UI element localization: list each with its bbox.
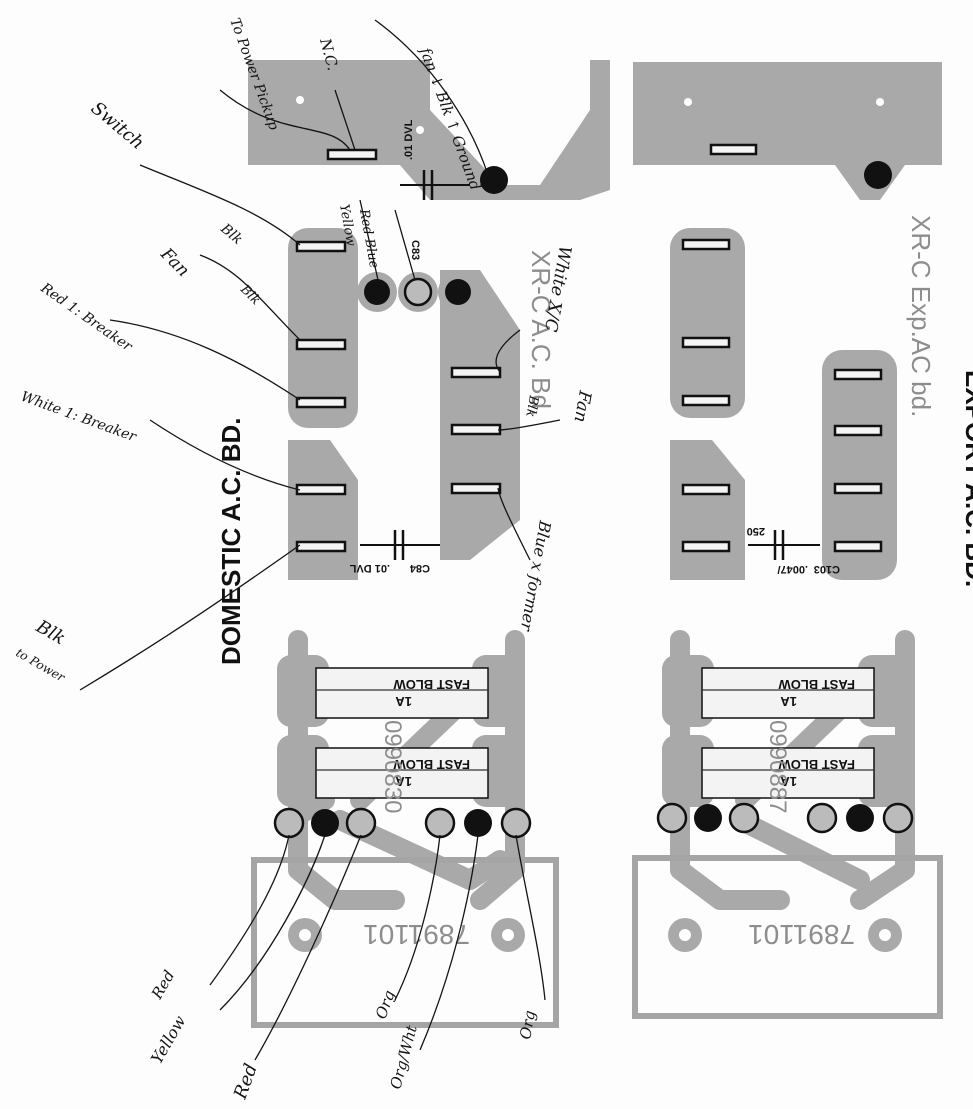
fuse-icon (277, 735, 524, 807)
cap-c83-value: .01 DVL (403, 119, 415, 160)
domestic-fuse1-rating: 1A (395, 694, 412, 709)
solder-pad-icon (846, 804, 874, 832)
solder-pad-icon (728, 802, 760, 834)
solder-pad-icon (480, 166, 508, 194)
capacitor-icon (748, 530, 820, 560)
note-blk-fan: Blk (236, 282, 263, 309)
domestic-fuse2-rating: 1A (395, 774, 412, 789)
capacitor-icon (360, 530, 440, 560)
note-org-2: Org (516, 1009, 539, 1041)
pin-slot-icon (326, 148, 378, 161)
export-fuse2-rating: 1A (780, 774, 797, 789)
pin-slot-icon (709, 143, 758, 156)
pin-slot-icon (295, 338, 347, 351)
cap-c103-voltage: 250 (747, 525, 765, 537)
solder-pad-icon (500, 807, 532, 839)
solder-pad-icon (656, 802, 688, 834)
pin-slot-icon (295, 540, 347, 553)
note-fan-blk: Fan (156, 244, 193, 281)
note-to-power: to Power (14, 645, 69, 685)
export-fuse1-rating: 1A (780, 694, 797, 709)
solder-pad-icon (311, 809, 339, 837)
domestic-silk-id: XR-C A.C. Bd. (526, 250, 556, 416)
pin-slot-icon (681, 238, 731, 251)
domestic-board-title: DOMESTIC A.C. BD. (216, 418, 246, 665)
domestic-fuse1-label: FAST BLOW (393, 677, 470, 692)
cap-c103-value: .0047/ (777, 563, 808, 575)
domestic-fuse2-label: FAST BLOW (393, 757, 470, 772)
pin-slot-icon (681, 540, 731, 553)
pin-slot-icon (681, 336, 731, 349)
note-fan-mid: Fan (570, 388, 595, 424)
export-top-copper (633, 62, 942, 200)
pin-slot-icon (295, 483, 347, 496)
cap-c84-label: C84 (409, 562, 430, 574)
solder-pad-icon (403, 277, 433, 307)
solder-pad-icon (345, 807, 377, 839)
export-silk-id: XR-C Exp.AC bd. (906, 215, 936, 417)
export-fuse1-label: FAST BLOW (778, 677, 855, 692)
note-red-breaker: Red 1: Breaker (37, 280, 136, 356)
pin-slot-icon (833, 368, 883, 381)
export-board-title: EXPORT A.C. BD. (960, 370, 973, 587)
export-fuse-part-no: 0990887 (764, 720, 791, 813)
note-blue-xformer: Blue x former (516, 518, 554, 633)
export-fuse2-label: FAST BLOW (778, 757, 855, 772)
export-connector-housing (632, 855, 943, 1019)
solder-pad-icon (424, 807, 456, 839)
export-part-number: 7891101 (748, 919, 855, 950)
solder-pad-icon (694, 804, 722, 832)
solder-pad-icon (273, 807, 305, 839)
note-white-breaker: White 1: Breaker (19, 389, 140, 446)
domestic-fuse-part-no: 0990830 (379, 720, 406, 813)
note-yellow-bottom: Yellow (147, 1012, 190, 1067)
pin-slot-icon (681, 394, 731, 407)
cap-c83-label: C83 (409, 240, 421, 260)
note-blk-fan-mid: Blk (522, 393, 541, 418)
note-org-1: Org (372, 988, 399, 1021)
solder-pad-icon (864, 161, 892, 189)
handwritten-wires (79, 19, 561, 1061)
note-red-blue: Red Blue (356, 207, 381, 270)
note-blk-power: Blk (32, 616, 69, 650)
pin-slot-icon (681, 483, 731, 496)
pin-slot-icon (450, 423, 502, 436)
pin-slot-icon (295, 240, 347, 253)
note-org-white: Org/Wht (386, 1022, 421, 1091)
pin-slot-icon (295, 396, 347, 409)
cap-c84-value: .01 DVL (349, 562, 390, 574)
note-red-2: Red (230, 1061, 262, 1103)
solder-pad-icon (806, 802, 838, 834)
cap-c103-label: C103 (814, 563, 840, 575)
pin-slot-icon (450, 366, 502, 379)
note-yellow: Yellow (336, 203, 358, 247)
solder-pad-icon (464, 809, 492, 837)
solder-pad-icon (445, 279, 471, 305)
pin-slot-icon (833, 424, 883, 437)
pin-slot-icon (450, 482, 502, 495)
note-blk-switch: Blk (217, 220, 246, 248)
note-red-1: Red (147, 967, 178, 1003)
pin-slot-icon (833, 540, 883, 553)
fuse-icon (662, 735, 910, 807)
pin-slot-icon (833, 482, 883, 495)
fuse-icon (662, 655, 910, 727)
capacitor-icon (400, 170, 470, 200)
solder-pad-icon (882, 802, 914, 834)
fuse-icon (277, 655, 524, 727)
note-switch: Switch (87, 98, 148, 154)
domestic-top-copper (248, 60, 610, 200)
solder-pad-icon (364, 279, 390, 305)
